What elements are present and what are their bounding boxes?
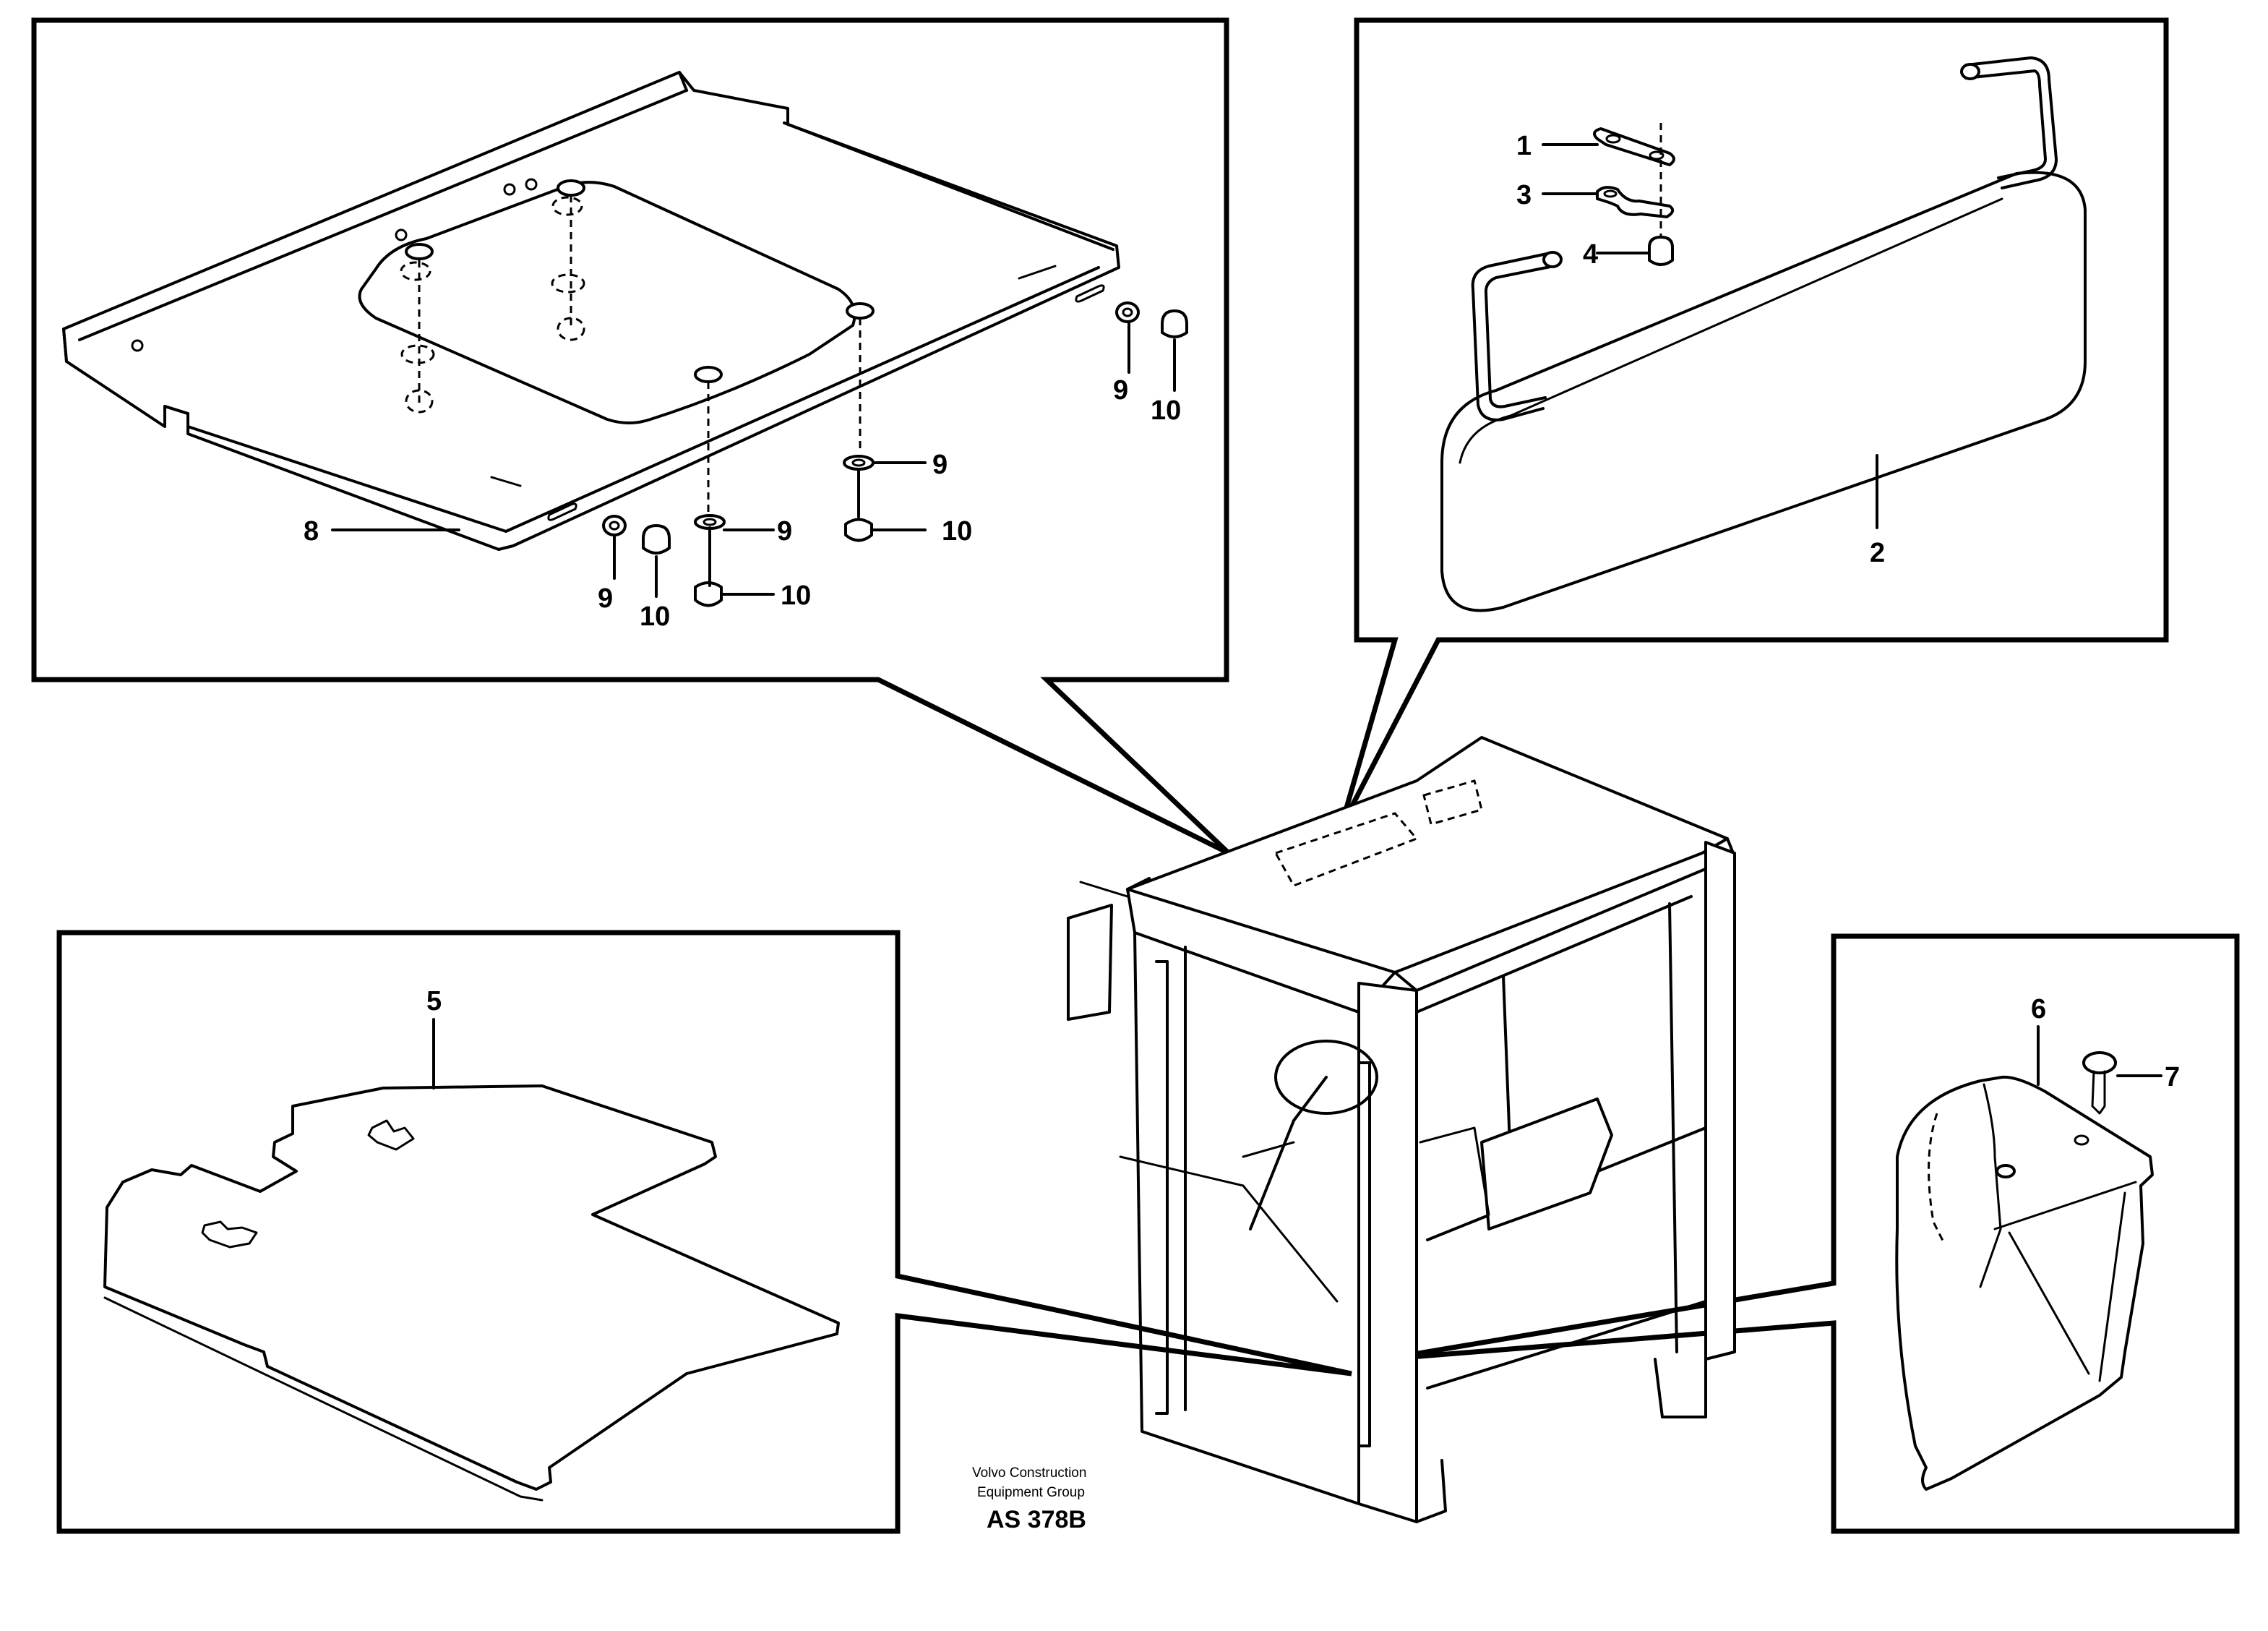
callout-4: 4 bbox=[1583, 239, 1598, 270]
callout-9-a: 9 bbox=[1113, 375, 1128, 406]
clip-3 bbox=[1596, 186, 1675, 218]
callout-10-b: 10 bbox=[942, 516, 972, 547]
washer-9-a bbox=[1115, 301, 1140, 323]
sun-visor-frame bbox=[1338, 17, 2169, 829]
floor-mat-frame bbox=[56, 930, 1352, 1534]
credit-block: Volvo Construction Equipment Group AS 37… bbox=[972, 1465, 1086, 1533]
publisher-line-2: Equipment Group bbox=[977, 1485, 1085, 1500]
callout-7: 7 bbox=[2165, 1062, 2180, 1092]
sun-visor-part bbox=[1440, 56, 2087, 612]
cover-detail: 6 7 bbox=[1383, 933, 2240, 1534]
nut-10-d bbox=[694, 581, 723, 607]
roof-panel-part bbox=[62, 71, 1120, 551]
callout-9-c: 9 bbox=[777, 516, 792, 547]
floor-mat-part bbox=[103, 1084, 840, 1491]
mat-pedal-cutout-b bbox=[201, 1220, 258, 1249]
callout-8: 8 bbox=[304, 516, 319, 547]
screw-7 bbox=[2082, 1051, 2117, 1115]
callout-5: 5 bbox=[426, 986, 442, 1016]
nut-10-c bbox=[642, 524, 671, 555]
mat-pedal-cutout-a bbox=[367, 1119, 415, 1151]
callout-10-c: 10 bbox=[781, 581, 811, 611]
nut-10-b bbox=[844, 518, 873, 542]
callout-10-d: 10 bbox=[640, 602, 670, 632]
callout-1: 1 bbox=[1516, 131, 1532, 161]
callout-3: 3 bbox=[1516, 180, 1532, 210]
washer-9-b bbox=[843, 455, 875, 471]
callout-9-b: 9 bbox=[932, 450, 948, 480]
roof-panel-detail: 8 9 10 9 10 9 10 9 10 bbox=[31, 17, 1231, 856]
cab-overview bbox=[1067, 736, 1736, 1523]
nut-10-a bbox=[1161, 309, 1188, 338]
floor-mat-detail: 5 bbox=[56, 930, 1352, 1534]
sun-visor-detail: 1 3 4 2 bbox=[1338, 17, 2169, 829]
washer-9-c bbox=[602, 515, 627, 536]
cover-part bbox=[1895, 1075, 2154, 1491]
clip-1 bbox=[1593, 127, 1675, 166]
publisher-line-1: Volvo Construction bbox=[972, 1465, 1086, 1481]
callout-10-a: 10 bbox=[1151, 395, 1181, 426]
cover-frame bbox=[1383, 933, 2240, 1534]
callout-9-d: 9 bbox=[598, 583, 613, 614]
callout-6: 6 bbox=[2031, 994, 2046, 1024]
callout-2: 2 bbox=[1870, 538, 1885, 568]
drawing-code: AS 378B bbox=[987, 1506, 1086, 1533]
roof-panel-studs bbox=[400, 179, 875, 513]
nut-4 bbox=[1648, 236, 1674, 266]
roof-panel-frame bbox=[31, 17, 1231, 856]
